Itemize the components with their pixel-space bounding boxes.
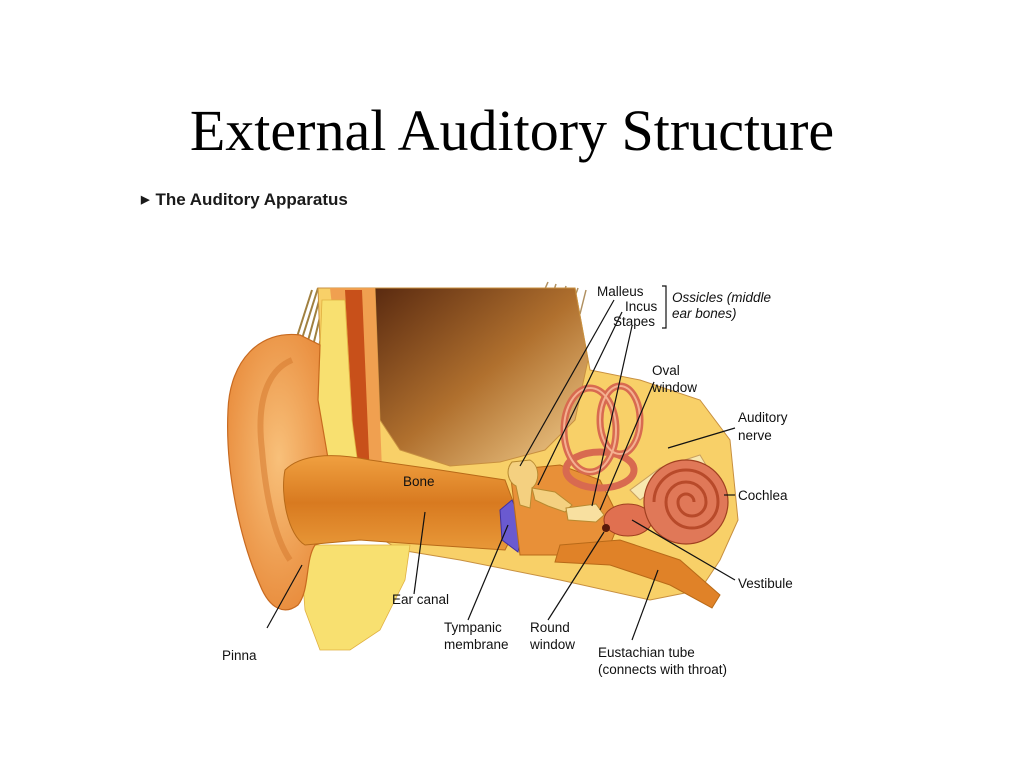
- label-eustachian-1: Eustachian tube: [598, 645, 695, 660]
- malleus-shape: [507, 459, 539, 509]
- label-cochlea: Cochlea: [738, 488, 788, 503]
- label-malleus: Malleus: [597, 284, 644, 299]
- muscle-band: [345, 290, 370, 480]
- label-ear-canal: Ear canal: [392, 592, 449, 607]
- fatty-tissue-lower: [299, 544, 411, 651]
- label-tympanic-1: Tympanic: [444, 620, 502, 635]
- stapes-shape: [565, 503, 605, 523]
- leader-lines: [266, 285, 736, 641]
- label-auditory-nerve-1: Auditory: [738, 410, 788, 425]
- label-tympanic-2: membrane: [444, 637, 509, 652]
- diagram-caption: ▶ The Auditory Apparatus: [141, 190, 348, 210]
- label-eustachian-2: (connects with throat): [598, 662, 727, 677]
- label-round-window-2: window: [529, 637, 575, 652]
- label-oval-window-2: window: [651, 380, 697, 395]
- label-stapes: Stapes: [613, 314, 655, 329]
- label-vestibule: Vestibule: [738, 576, 793, 591]
- label-ossicles-1: Ossicles (middle: [672, 290, 771, 305]
- pinna-fold: [257, 357, 294, 562]
- diagram-caption-text: The Auditory Apparatus: [155, 190, 348, 209]
- label-incus: Incus: [625, 299, 658, 314]
- label-ossicles-2: ear bones): [672, 306, 737, 321]
- label-bone: Bone: [403, 474, 435, 489]
- slide-title: External Auditory Structure: [189, 98, 835, 163]
- eustachian-tube-shape: [554, 539, 721, 609]
- incus-shape: [531, 487, 573, 513]
- triangle-bullet-icon: ▶: [141, 194, 150, 206]
- round-window-dot: [602, 524, 610, 532]
- label-pinna: Pinna: [222, 648, 257, 663]
- label-auditory-nerve-2: nerve: [738, 428, 772, 443]
- brain-cavity: [374, 287, 589, 467]
- label-round-window-1: Round: [530, 620, 570, 635]
- label-oval-window-1: Oval: [652, 363, 680, 378]
- cochlea-shape: [643, 459, 729, 545]
